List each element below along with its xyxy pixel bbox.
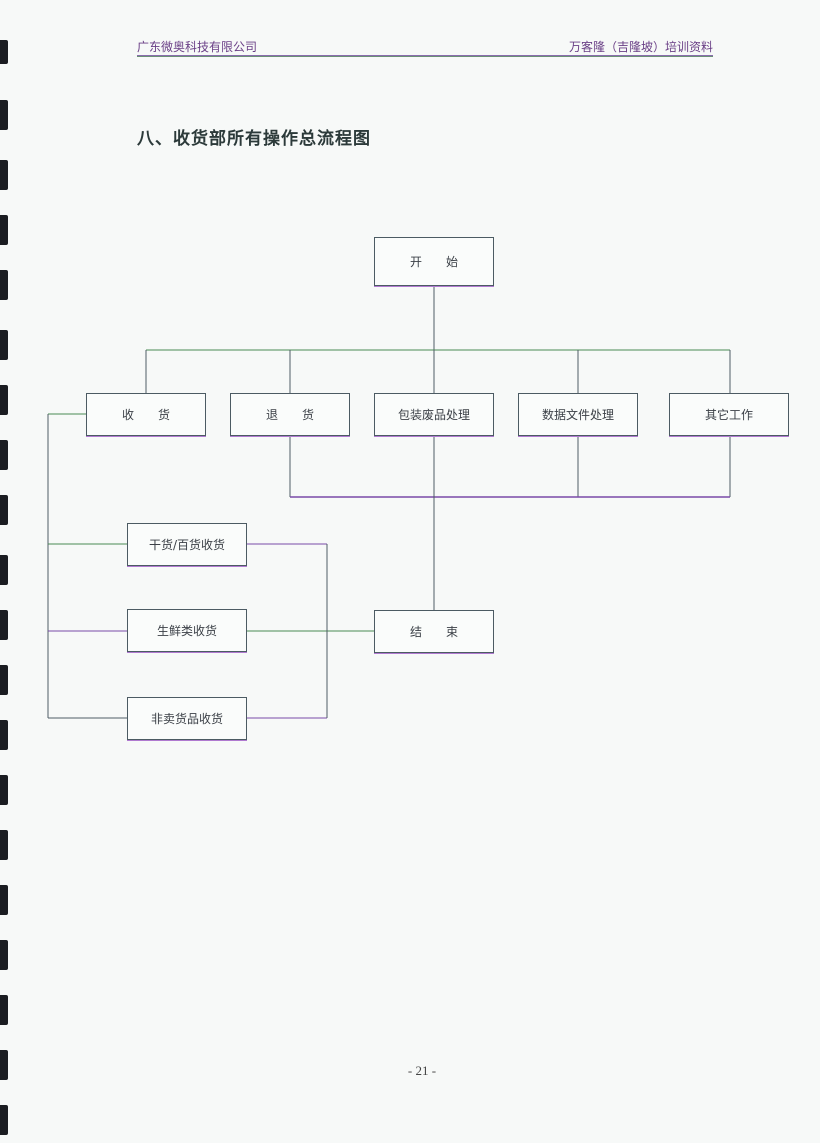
binding-hole xyxy=(0,1105,8,1135)
binding-hole xyxy=(0,440,8,470)
binding-hole xyxy=(0,495,8,525)
binding-hole xyxy=(0,1050,8,1080)
binding-hole xyxy=(0,385,8,415)
flow-node-receiving: 收 货 xyxy=(86,393,206,436)
flow-node-end: 结 束 xyxy=(374,610,494,653)
binding-hole xyxy=(0,885,8,915)
binding-hole xyxy=(0,215,8,245)
binding-hole xyxy=(0,100,8,130)
flow-node-dry-goods: 干货/百货收货 xyxy=(127,523,247,566)
binding-hole xyxy=(0,610,8,640)
binding-hole xyxy=(0,775,8,805)
header-company: 广东微奥科技有限公司 xyxy=(137,40,258,54)
binding-hole xyxy=(0,940,8,970)
binding-hole xyxy=(0,665,8,695)
page-title: 八、收货部所有操作总流程图 xyxy=(137,129,371,149)
binding-hole xyxy=(0,330,8,360)
binding-hole xyxy=(0,40,8,64)
flow-node-fresh: 生鲜类收货 xyxy=(127,609,247,652)
binding-hole xyxy=(0,720,8,750)
binding-hole xyxy=(0,270,8,300)
flow-node-start: 开 始 xyxy=(374,237,494,286)
binding-hole xyxy=(0,830,8,860)
binding-hole xyxy=(0,160,8,190)
flow-node-non-sale: 非卖货品收货 xyxy=(127,697,247,740)
flow-node-packaging-waste: 包装废品处理 xyxy=(374,393,494,436)
flow-node-other-work: 其它工作 xyxy=(669,393,789,436)
page-number: - 21 - xyxy=(407,1063,437,1078)
header-document: 万客隆（吉隆坡）培训资料 xyxy=(568,40,713,54)
binding-hole xyxy=(0,995,8,1025)
flow-node-data-files: 数据文件处理 xyxy=(518,393,638,436)
header-rule xyxy=(137,55,713,57)
binding-hole xyxy=(0,555,8,585)
flow-node-returns: 退 货 xyxy=(230,393,350,436)
